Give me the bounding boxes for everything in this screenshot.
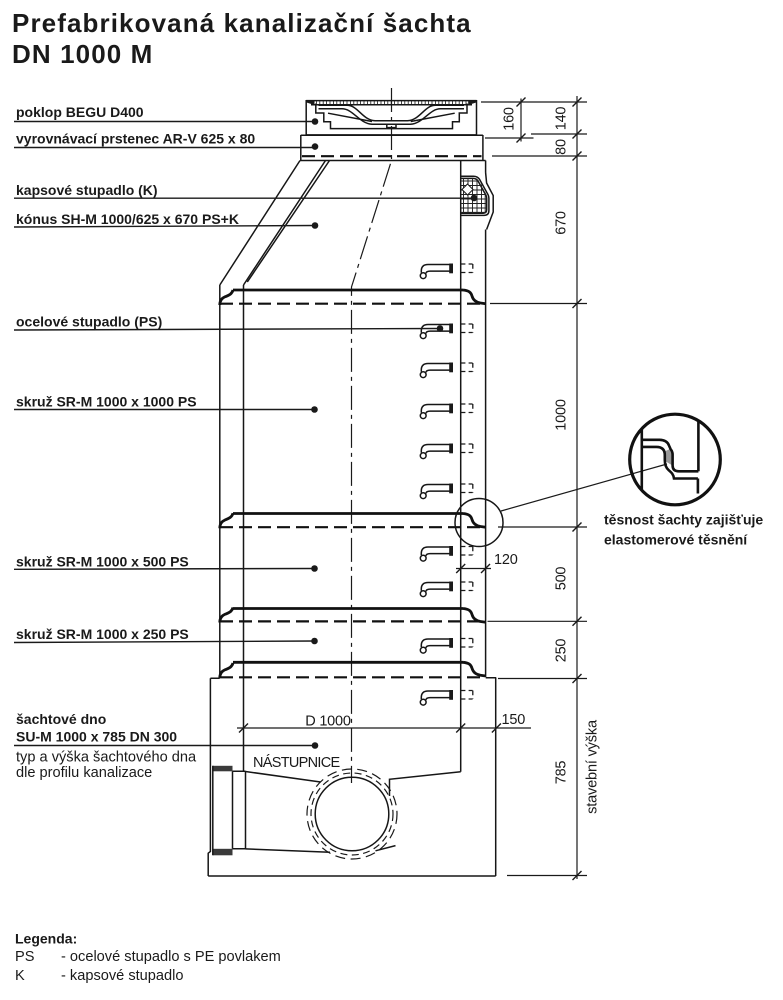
svg-text:SU-M 1000 x 785 DN 300: SU-M 1000 x 785 DN 300 bbox=[16, 729, 177, 745]
svg-text:Legenda:: Legenda: bbox=[15, 931, 77, 947]
svg-text:kapsové stupadlo (K): kapsové stupadlo (K) bbox=[16, 182, 158, 198]
svg-text:80: 80 bbox=[554, 139, 570, 155]
svg-text:poklop BEGU D400: poklop BEGU D400 bbox=[16, 104, 144, 120]
svg-text:K: K bbox=[15, 968, 25, 984]
svg-text:vyrovnávací prstenec AR-V 625: vyrovnávací prstenec AR-V 625 x 80 bbox=[16, 131, 255, 147]
svg-text:skruž SR-M 1000 x 500 PS: skruž SR-M 1000 x 500 PS bbox=[16, 554, 189, 570]
svg-text:těsnost šachty zajišťuje: těsnost šachty zajišťuje bbox=[604, 512, 763, 528]
svg-text:skruž SR-M 1000 x 1000 PS: skruž SR-M 1000 x 1000 PS bbox=[16, 394, 197, 410]
svg-text:150: 150 bbox=[502, 712, 526, 728]
svg-text:skruž SR-M 1000 x 250 PS: skruž SR-M 1000 x 250 PS bbox=[16, 626, 189, 642]
svg-text:D 1000: D 1000 bbox=[305, 714, 351, 730]
svg-text:160: 160 bbox=[502, 107, 518, 131]
svg-text:typ a výška šachtového dna: typ a výška šachtového dna bbox=[16, 750, 197, 766]
svg-text:stavební výška: stavební výška bbox=[585, 719, 601, 814]
svg-text:DN 1000 M: DN 1000 M bbox=[12, 39, 153, 69]
svg-text:670: 670 bbox=[554, 211, 570, 235]
svg-text:250: 250 bbox=[554, 639, 570, 663]
svg-text:120: 120 bbox=[494, 552, 518, 568]
svg-text:PS: PS bbox=[15, 949, 35, 965]
svg-text:ocelové stupadlo (PS): ocelové stupadlo (PS) bbox=[16, 314, 162, 330]
svg-text:dle profilu kanalizace: dle profilu kanalizace bbox=[16, 765, 152, 781]
svg-text:1000: 1000 bbox=[554, 399, 570, 431]
svg-text:NÁSTUPNICE: NÁSTUPNICE bbox=[253, 754, 340, 771]
svg-text:140: 140 bbox=[554, 107, 570, 131]
svg-text:- ocelové stupadlo s PE povlak: - ocelové stupadlo s PE povlakem bbox=[61, 949, 281, 965]
svg-text:785: 785 bbox=[554, 761, 570, 785]
svg-text:- kapsové stupadlo: - kapsové stupadlo bbox=[61, 968, 184, 984]
svg-text:500: 500 bbox=[554, 567, 570, 591]
svg-text:šachtové dno: šachtové dno bbox=[16, 711, 106, 727]
svg-text:kónus SH-M 1000/625 x 670 PS+K: kónus SH-M 1000/625 x 670 PS+K bbox=[16, 211, 239, 227]
svg-text:Prefabrikovaná kanalizační šac: Prefabrikovaná kanalizační šachta bbox=[12, 8, 472, 38]
svg-text:elastomerové těsnění: elastomerové těsnění bbox=[604, 532, 748, 548]
